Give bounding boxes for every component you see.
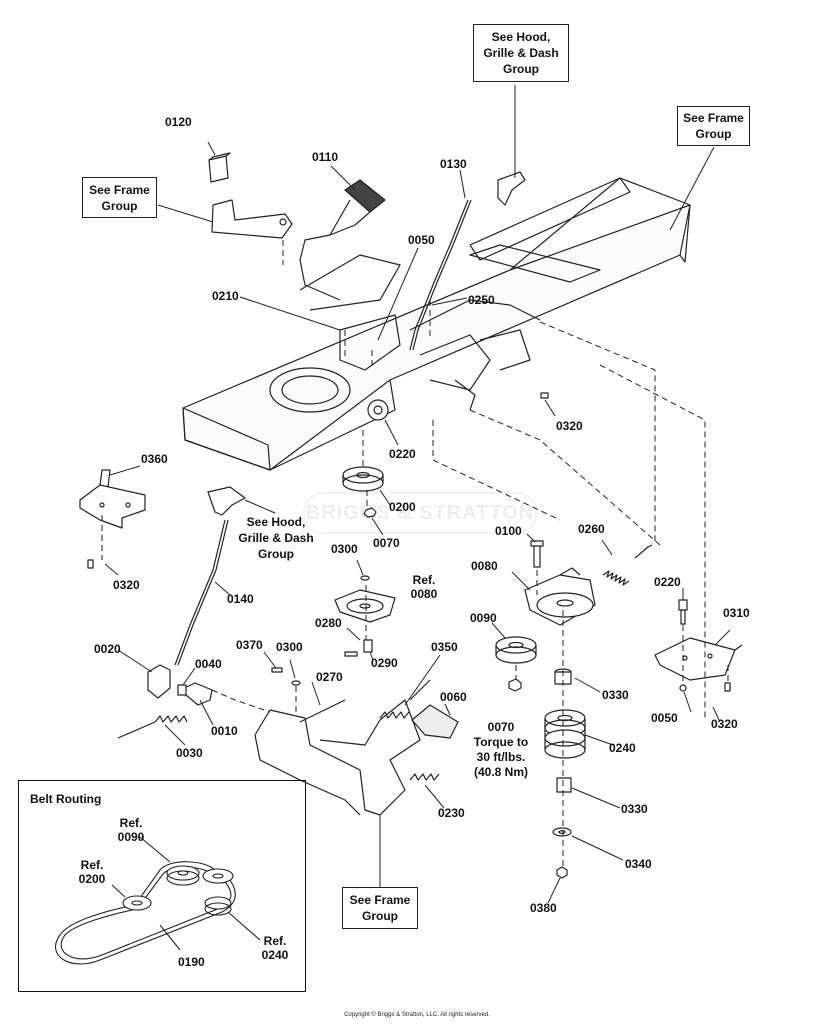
hood-lever bbox=[497, 171, 526, 206]
callout-0120: 0120 bbox=[165, 115, 192, 129]
pulley-stack-0240 bbox=[544, 668, 586, 879]
ref-bracket-0080 bbox=[334, 575, 396, 653]
belt-callout-0190: 0190 bbox=[178, 955, 205, 969]
callout-0360: 0360 bbox=[141, 452, 168, 466]
callout-0340: 0340 bbox=[625, 857, 652, 871]
callout-0030: 0030 bbox=[176, 746, 203, 760]
idler-arm-0080 bbox=[524, 567, 596, 626]
callout-0320: 0320 bbox=[556, 419, 583, 433]
rod-0140 bbox=[174, 486, 246, 666]
belt-ref-0090: Ref. 0090 bbox=[117, 816, 145, 844]
callout-0320-left: 0320 bbox=[113, 578, 140, 592]
belt-routing-title: Belt Routing bbox=[30, 792, 102, 806]
see-frame-box-bottom[interactable]: See Frame Group bbox=[342, 887, 418, 929]
callout-0220: 0220 bbox=[389, 447, 416, 461]
linkage-0020 bbox=[147, 664, 213, 706]
bracket-0310 bbox=[654, 637, 743, 681]
see-hood-grille-dash-mid[interactable]: See Hood, Grille & Dash Group bbox=[238, 515, 314, 561]
callout-0330-b: 0330 bbox=[621, 802, 648, 816]
callout-0380: 0380 bbox=[530, 901, 557, 915]
callout-0220-right: 0220 bbox=[654, 575, 681, 589]
belt-routing-panel bbox=[18, 780, 306, 992]
callout-0250: 0250 bbox=[468, 293, 495, 307]
rod-0130 bbox=[409, 199, 472, 351]
callout-0070: 0070 bbox=[373, 536, 400, 550]
callout-0280: 0280 bbox=[315, 616, 342, 630]
bracket-0360 bbox=[79, 469, 146, 529]
callout-0310: 0310 bbox=[723, 606, 750, 620]
callout-0270: 0270 bbox=[316, 670, 343, 684]
callout-0130: 0130 bbox=[440, 157, 467, 171]
callout-0370: 0370 bbox=[236, 638, 263, 652]
callout-0110: 0110 bbox=[312, 150, 339, 164]
callout-0320-right: 0320 bbox=[711, 717, 738, 731]
main-frame bbox=[182, 177, 691, 471]
bolt-0100 bbox=[530, 540, 544, 568]
callout-0080: 0080 bbox=[471, 559, 498, 573]
callout-0040: 0040 bbox=[195, 657, 222, 671]
callout-0020: 0020 bbox=[94, 642, 121, 656]
torque-note-0070: 0070 Torque to 30 ft/lbs. (40.8 Nm) bbox=[473, 720, 529, 779]
see-frame-box-left[interactable]: See Frame Group bbox=[82, 177, 157, 218]
spring-0030 bbox=[117, 715, 188, 739]
callout-0260: 0260 bbox=[578, 522, 605, 536]
pulley-0200 bbox=[342, 466, 384, 492]
belt-ref-0200: Ref. 0200 bbox=[78, 858, 106, 886]
copyright-text: Copyright © Briggs & Stratton, LLC. All … bbox=[344, 1012, 490, 1018]
callout-0050-right: 0050 bbox=[651, 711, 678, 725]
callout-0050: 0050 bbox=[408, 233, 435, 247]
ref-0080-label: Ref. 0080 bbox=[410, 573, 438, 601]
callout-0290: 0290 bbox=[371, 656, 398, 670]
belt-ref-0240: Ref. 0240 bbox=[261, 934, 289, 962]
callout-0350: 0350 bbox=[431, 640, 458, 654]
callout-0230: 0230 bbox=[438, 806, 465, 820]
pedal-0110 bbox=[299, 179, 386, 301]
callout-0010: 0010 bbox=[211, 724, 238, 738]
small-bolts bbox=[271, 651, 358, 686]
lever-0120 bbox=[208, 152, 293, 239]
callout-0300-b: 0300 bbox=[276, 640, 303, 654]
see-frame-box-top-right[interactable]: See Frame Group bbox=[677, 106, 750, 146]
pulley-0090 bbox=[495, 636, 537, 664]
bolt-0220 bbox=[678, 599, 688, 625]
callout-0300: 0300 bbox=[331, 542, 358, 556]
see-hood-grille-dash-box-top[interactable]: See Hood, Grille & Dash Group bbox=[473, 24, 569, 82]
callout-0210: 0210 bbox=[212, 289, 239, 303]
callout-0140: 0140 bbox=[227, 592, 254, 606]
callout-0090: 0090 bbox=[470, 611, 497, 625]
callout-0240: 0240 bbox=[609, 741, 636, 755]
star-washer-0220 bbox=[367, 399, 389, 421]
spring-0260 bbox=[602, 544, 653, 586]
callout-0100: 0100 bbox=[495, 524, 522, 538]
cross-shaft bbox=[254, 679, 459, 816]
leader-lines bbox=[104, 85, 731, 904]
bolts-0320 bbox=[87, 392, 731, 692]
callout-0060: 0060 bbox=[440, 690, 467, 704]
callout-0200: 0200 bbox=[389, 500, 416, 514]
callout-0330-a: 0330 bbox=[602, 688, 629, 702]
belt-routing-diagram bbox=[54, 836, 261, 965]
brand-watermark: BRIGGS & STRATTON bbox=[303, 492, 537, 534]
